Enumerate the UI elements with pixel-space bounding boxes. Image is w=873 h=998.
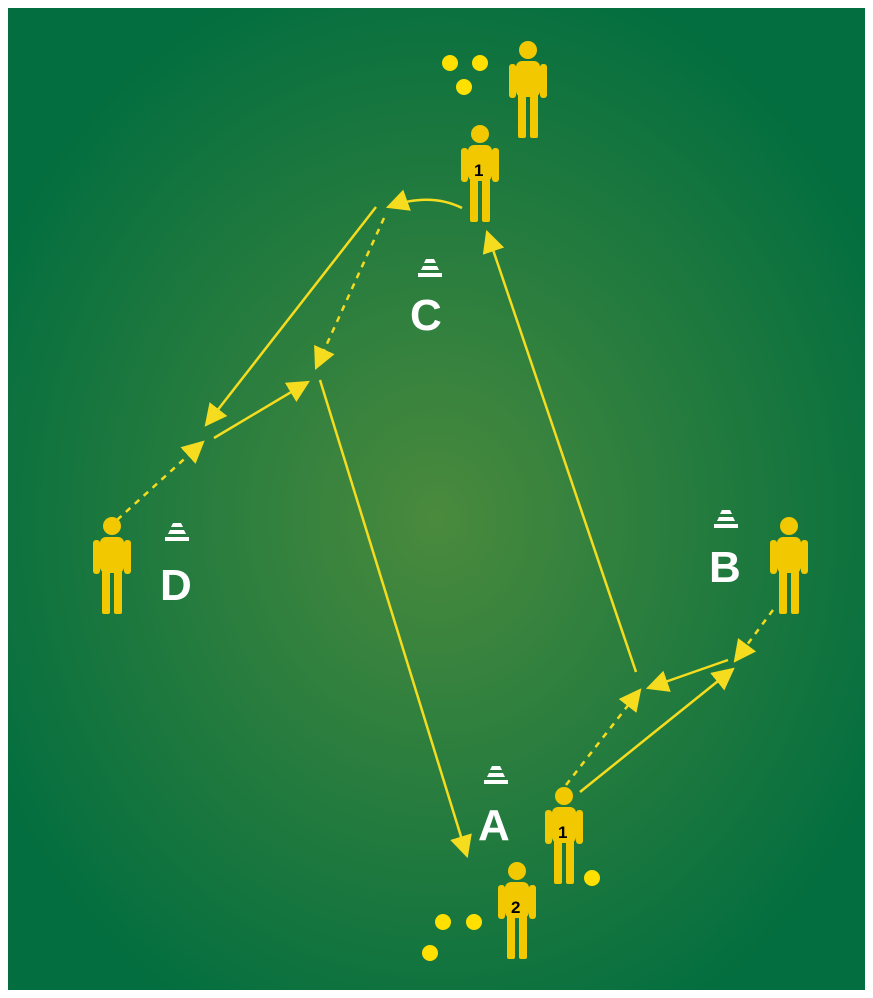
ball-icon [456,79,472,95]
player-bottom-2: 2 [498,862,536,959]
ball-icon [466,914,482,930]
cone-label-C: C [410,291,442,340]
pitch-background [8,8,865,990]
pass-path-right-to-top [482,229,638,673]
ball-icon [442,55,458,71]
pass-path-center-to-bottom [318,379,472,859]
player-number: 1 [558,823,567,842]
cone-label-D: D [160,561,192,610]
ball-icon [584,870,600,886]
pass-path-top-to-left [204,206,377,427]
paths [116,189,775,859]
ball-icon [472,55,488,71]
player-number: 1 [474,161,483,180]
dashed-run-d-to-junction [116,440,205,521]
pass-path-left-to-center [213,380,310,440]
ball-icon [435,914,451,930]
balls [422,55,600,961]
run-path-top-curve [385,189,463,211]
ball-icon [422,945,438,961]
player-top-1: 1 [461,125,499,222]
player-bottom-1: 1 [545,787,583,884]
cone-label-A: A [478,801,510,850]
dashed-run-bottom-to-junction [565,688,642,786]
player-number: 2 [511,898,520,917]
dashed-run-b-to-junction [733,609,775,663]
pass-path-right-junction [645,658,729,692]
cone-label-B: B [709,543,741,592]
pass-path-bottom-to-right [579,667,735,793]
dashed-run-top-to-center [314,217,386,371]
